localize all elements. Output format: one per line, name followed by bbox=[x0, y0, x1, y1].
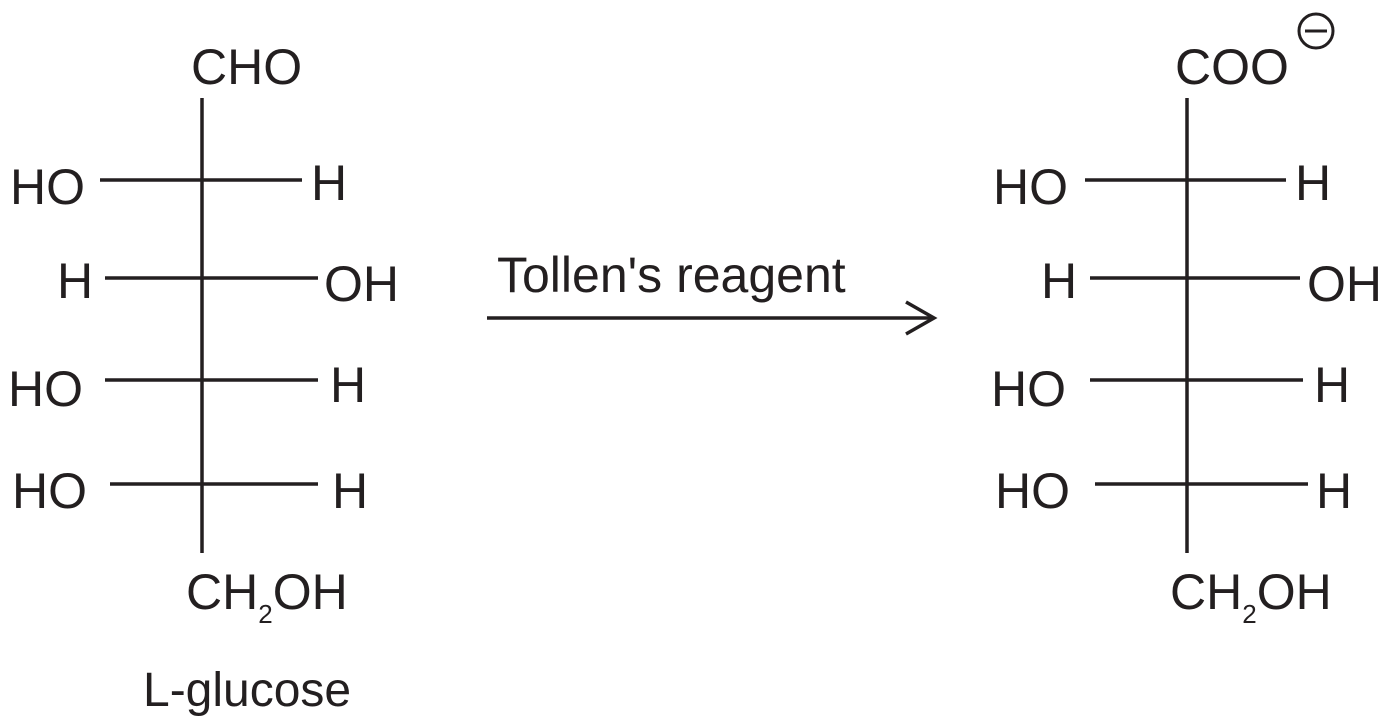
negative-charge-icon bbox=[1297, 12, 1335, 50]
reactant-row-3-right: H bbox=[330, 357, 367, 413]
product-row-2-right: OH bbox=[1307, 256, 1382, 312]
product-bottom-subscript: 2 bbox=[1242, 599, 1257, 629]
reactant-row-2-left: H bbox=[57, 253, 94, 309]
reactant-bottom-oh: OH bbox=[272, 564, 348, 620]
arrow-head bbox=[905, 300, 938, 336]
reactant-bottom-group: CH2OH bbox=[186, 564, 348, 627]
product-row-3-right: H bbox=[1314, 357, 1351, 413]
product-top-group: COO bbox=[1175, 39, 1289, 95]
reactant-row-1-right: H bbox=[311, 155, 348, 211]
product-charge-text: − bbox=[1306, 10, 1307, 11]
product-bottom-ch: CH bbox=[1170, 564, 1243, 620]
reactant-row-2-right: OH bbox=[324, 256, 399, 312]
reactant-row-4-left: HO bbox=[12, 463, 87, 519]
product-skeleton bbox=[1085, 98, 1308, 553]
product-row-1-left: HO bbox=[993, 159, 1068, 215]
reagent-label: Tollen's reagent bbox=[497, 247, 846, 303]
reactant-name: L-glucose bbox=[143, 664, 352, 717]
reactant-top-group: CHO bbox=[191, 39, 303, 95]
product-bottom-oh: OH bbox=[1256, 564, 1332, 620]
reactant-row-1-left: HO bbox=[10, 159, 85, 215]
reactant-skeleton bbox=[100, 98, 318, 553]
product-bottom-group: CH2OH bbox=[1170, 564, 1332, 627]
reactant-bottom-ch: CH bbox=[186, 564, 259, 620]
product-row-4-left: HO bbox=[995, 463, 1070, 519]
product-row-1-right: H bbox=[1295, 155, 1332, 211]
product-row-2-left: H bbox=[1041, 253, 1078, 309]
product-row-4-right: H bbox=[1316, 463, 1353, 519]
reactant-row-4-right: H bbox=[332, 463, 369, 519]
reactant-bottom-subscript: 2 bbox=[258, 599, 273, 629]
reaction-arrow bbox=[487, 300, 938, 336]
product-row-3-left: HO bbox=[991, 361, 1066, 417]
reactant-row-3-left: HO bbox=[8, 361, 83, 417]
